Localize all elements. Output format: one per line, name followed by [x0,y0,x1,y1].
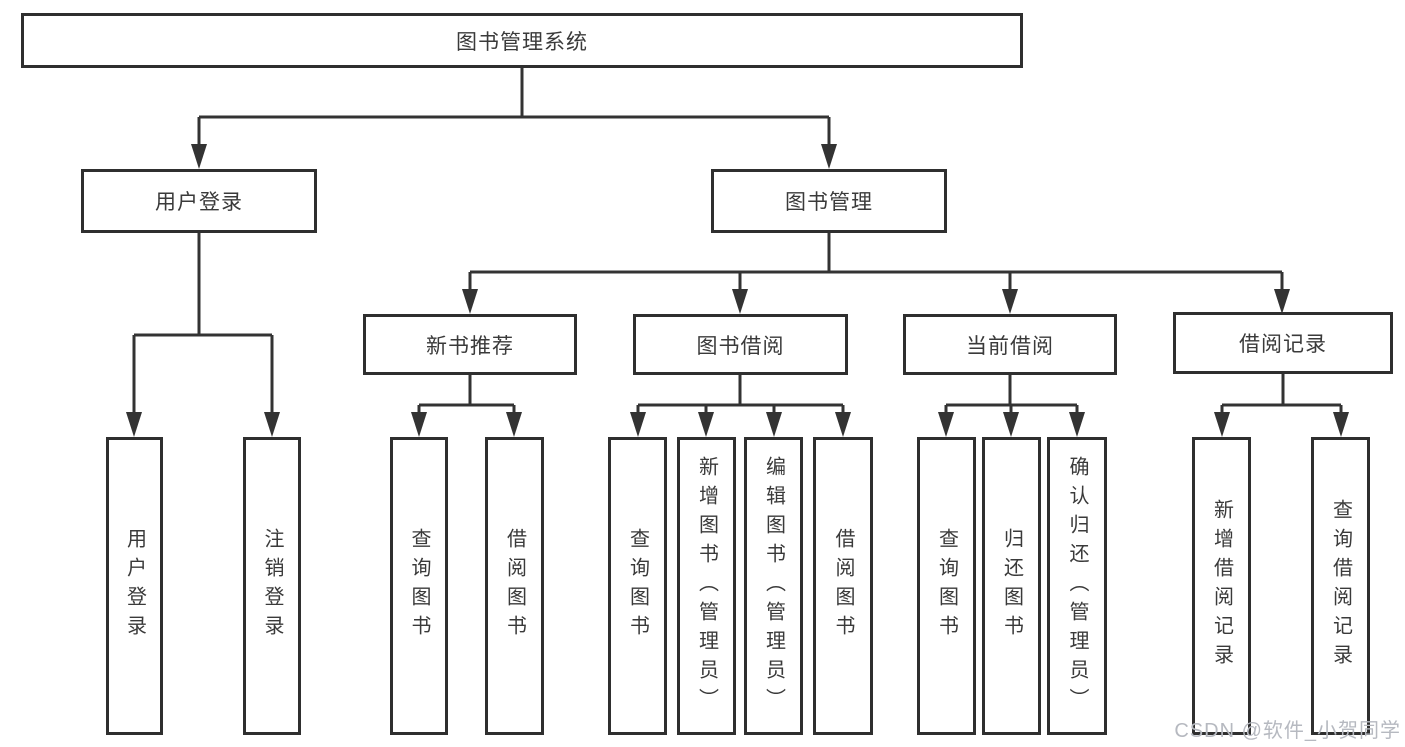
leaf-current-confirm-return-admin-label: 确认归还（管理员） [1066,455,1088,717]
node-book-management: 图书管理 [711,169,947,233]
leaf-user-login-label: 用户登录 [123,528,146,644]
node-user-login-label: 用户登录 [155,191,243,214]
node-root-label: 图书管理系统 [456,30,588,54]
leaf-current-return-books-label: 归还图书 [1000,528,1023,644]
leaf-newbook-query-books: 查询图书 [390,437,448,735]
leaf-borrowing-add-books-admin-label: 新增图书（管理员） [695,455,718,717]
connector-user-login-to-leaves [132,233,274,418]
node-book-borrowing: 图书借阅 [633,314,848,375]
leaf-borrowing-edit-books-admin-label: 编辑图书（管理员） [762,455,785,717]
node-book-management-label: 图书管理 [785,191,873,214]
leaf-current-return-books: 归还图书 [982,437,1041,735]
connector-book-mgmt-to-level3 [468,233,1284,295]
leaf-user-login: 用户登录 [106,437,163,735]
connector-book-borrow-to-leaves [636,375,845,418]
leaf-borrowing-query-books-label: 查询图书 [626,528,649,644]
leaf-borrowing-query-books: 查询图书 [608,437,667,735]
csdn-watermark: CSDN @软件_小贺同学 [1174,720,1401,742]
node-current-borrowing: 当前借阅 [903,314,1117,375]
leaf-record-add-borrow-record-label: 新增借阅记录 [1210,499,1233,673]
arrowheads [126,144,1349,437]
leaf-newbook-query-books-label: 查询图书 [408,528,430,644]
connector-new-book-to-leaves [417,375,516,418]
node-new-book-recommend-label: 新书推荐 [426,334,514,358]
leaf-current-confirm-return-admin: 确认归还（管理员） [1047,437,1107,735]
leaf-record-add-borrow-record: 新增借阅记录 [1192,437,1251,735]
node-borrowing-records-label: 借阅记录 [1239,333,1327,356]
leaf-borrowing-add-books-admin: 新增图书（管理员） [677,437,736,735]
node-user-login: 用户登录 [81,169,317,233]
leaf-newbook-borrow-books: 借阅图书 [485,437,544,735]
leaf-current-query-books-label: 查询图书 [935,528,958,644]
connector-root-to-level2 [197,66,831,150]
leaf-current-query-books: 查询图书 [917,437,976,735]
node-borrowing-records: 借阅记录 [1173,312,1393,374]
leaf-record-query-borrow-record: 查询借阅记录 [1311,437,1370,735]
leaf-borrowing-borrow-books: 借阅图书 [813,437,873,735]
leaf-borrowing-edit-books-admin: 编辑图书（管理员） [744,437,803,735]
node-current-borrowing-label: 当前借阅 [966,334,1054,358]
node-root-system: 图书管理系统 [21,13,1023,68]
leaf-newbook-borrow-books-label: 借阅图书 [503,528,526,644]
connector-current-borrow-to-leaves [944,375,1079,418]
leaf-logout: 注销登录 [243,437,301,735]
leaf-record-query-borrow-record-label: 查询借阅记录 [1329,499,1352,673]
leaf-borrowing-borrow-books-label: 借阅图书 [832,528,854,644]
connector-borrow-record-to-leaves [1220,374,1343,418]
node-book-borrowing-label: 图书借阅 [696,334,785,358]
leaf-logout-label: 注销登录 [261,528,283,644]
node-new-book-recommend: 新书推荐 [363,314,577,375]
